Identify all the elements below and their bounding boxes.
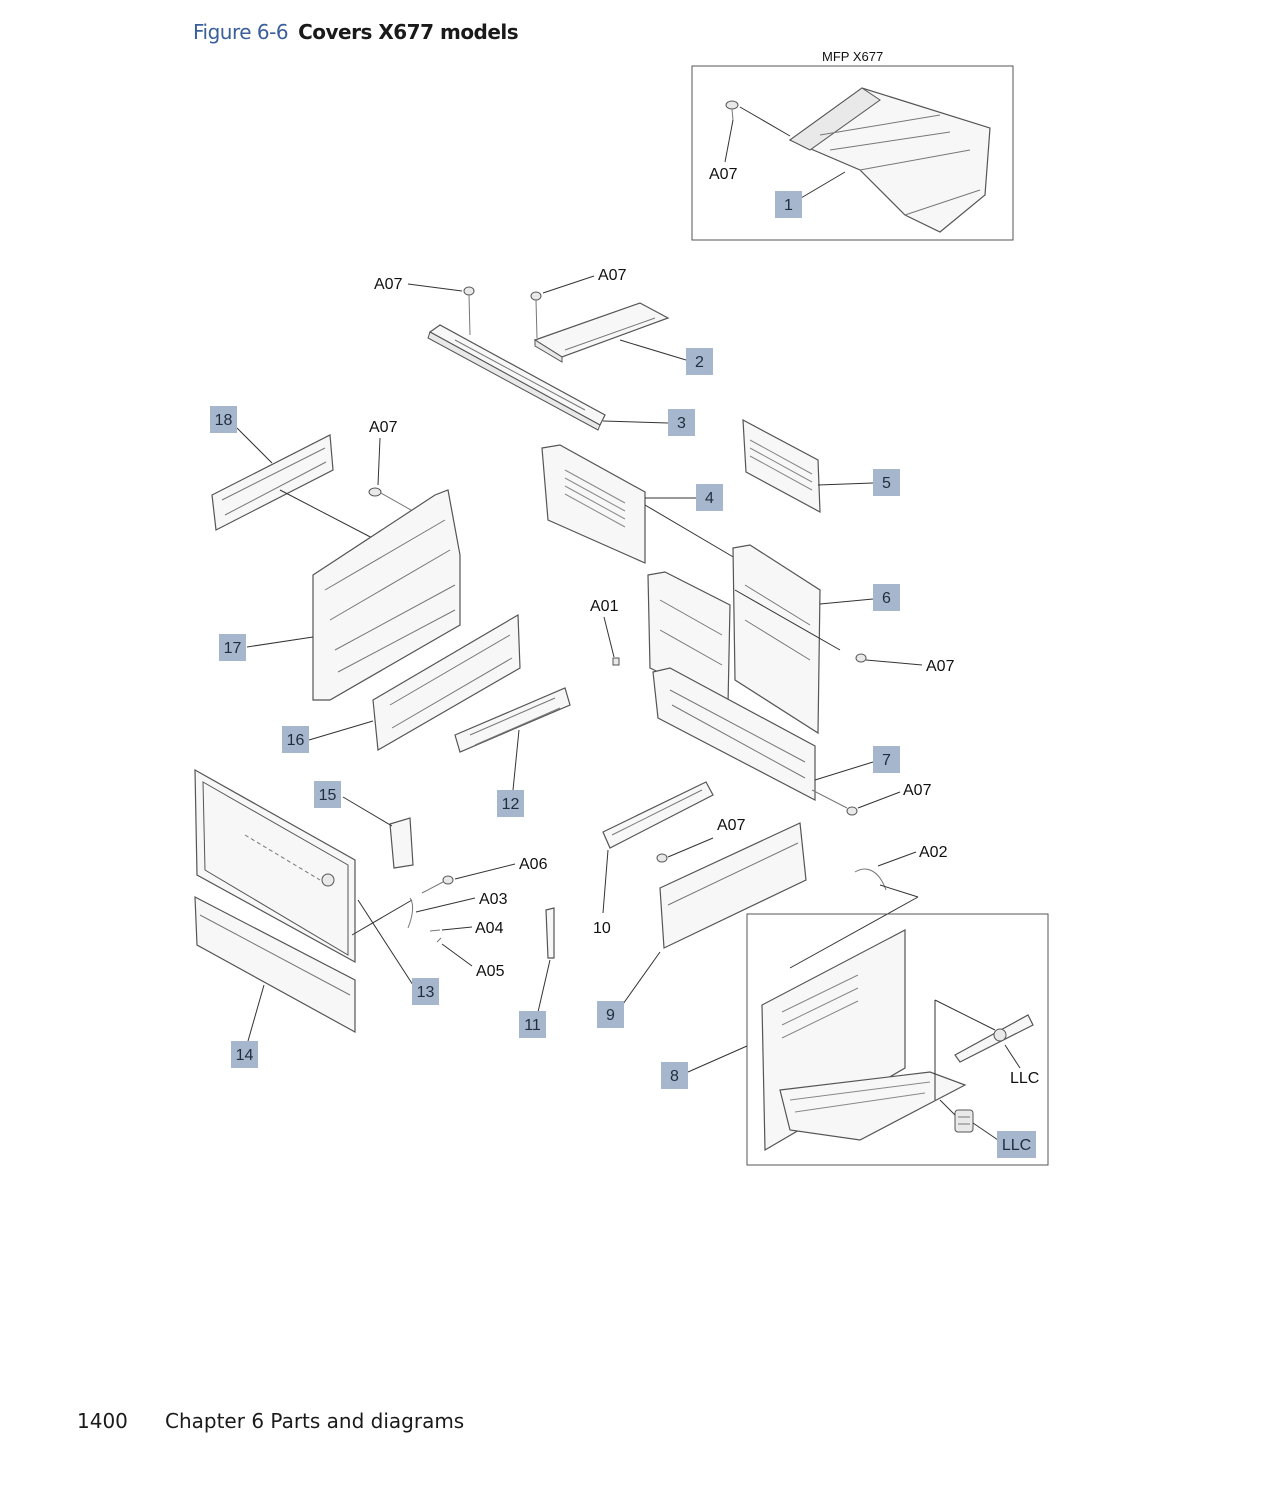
callout-4: 4 <box>696 484 723 511</box>
label-a05: A05 <box>476 963 505 980</box>
svg-text:13: 13 <box>417 984 435 1001</box>
label-a04: A04 <box>475 920 504 937</box>
label-a07: A07 <box>926 658 955 675</box>
callout-7: 7 <box>873 746 900 773</box>
svg-text:12: 12 <box>502 796 520 813</box>
callout-11: 11 <box>519 1011 546 1038</box>
screw-a07-right-low <box>811 789 858 816</box>
part-llc-arm <box>954 1014 1034 1063</box>
label-a02: A02 <box>919 844 948 861</box>
callout-1: 1 <box>775 191 802 218</box>
svg-text:LLC: LLC <box>1002 1137 1031 1154</box>
part-inner-rail <box>602 781 714 849</box>
chapter-title: Chapter 6 Parts and diagrams <box>165 1409 465 1433</box>
screw-a06 <box>421 875 454 894</box>
part-top-cover-strip <box>427 324 606 431</box>
part-front-bracket <box>389 817 414 869</box>
callout-5: 5 <box>873 469 900 496</box>
part-rear-upper-frame <box>541 444 646 564</box>
callout-6: 6 <box>873 584 900 611</box>
part-a01-clip <box>612 657 620 666</box>
inset-label: MFP X677 <box>822 49 883 64</box>
callout-8: 8 <box>661 1062 688 1089</box>
screw-a07-right-mid <box>855 653 867 663</box>
screw-a07-front <box>656 853 668 863</box>
label-a07: A07 <box>369 419 398 436</box>
screw-a07-inset <box>725 100 739 121</box>
figure-number: Figure 6-6 <box>193 20 289 44</box>
svg-text:3: 3 <box>677 415 686 432</box>
svg-text:6: 6 <box>882 590 891 607</box>
part-front-door <box>194 768 356 964</box>
part-right-lower-cover <box>652 667 816 801</box>
part-a05-spring <box>436 937 442 943</box>
callout-18: 18 <box>210 406 237 433</box>
part-a02-cable <box>854 868 887 891</box>
tray-inset-box <box>746 913 1049 1166</box>
part-tray-assembly <box>761 929 967 1152</box>
label-llc: LLC <box>1010 1070 1039 1087</box>
inset-box <box>691 65 1014 241</box>
part-a03-link <box>407 897 414 929</box>
part-front-strip <box>545 907 555 959</box>
page-number: 1400 <box>77 1409 128 1433</box>
callout-16: 16 <box>282 726 309 753</box>
callout-3: 3 <box>668 409 695 436</box>
callout-15: 15 <box>314 781 341 808</box>
label-a07: A07 <box>598 267 627 284</box>
label-a06: A06 <box>519 856 548 873</box>
part-front-lower-door <box>194 895 356 1034</box>
part-top-cover-panel <box>533 302 670 363</box>
svg-text:16: 16 <box>287 732 305 749</box>
svg-text:8: 8 <box>670 1068 679 1085</box>
callout-llc: LLC <box>997 1131 1036 1158</box>
figure-title: Figure 6-6 Covers X677 models <box>193 20 519 44</box>
part-front-right-cover <box>659 822 807 949</box>
part-left-cover <box>312 489 461 701</box>
svg-text:1: 1 <box>784 197 793 214</box>
callout-12: 12 <box>497 790 524 817</box>
part-left-inner-panel <box>372 613 521 751</box>
part-llc-roller <box>954 1109 974 1133</box>
callout-17: 17 <box>219 634 246 661</box>
figure-name: Covers X677 models <box>298 20 519 44</box>
svg-text:14: 14 <box>236 1047 254 1064</box>
svg-text:4: 4 <box>705 490 714 507</box>
svg-text:17: 17 <box>224 640 242 657</box>
label-a07: A07 <box>709 166 738 183</box>
screw-a07-top-left <box>463 286 475 336</box>
part-rear-small-cover <box>742 418 821 514</box>
callout-2: 2 <box>686 348 713 375</box>
label-a03: A03 <box>479 891 508 908</box>
svg-text:7: 7 <box>882 752 891 769</box>
label-a07: A07 <box>374 276 403 293</box>
label-10: 10 <box>593 920 611 937</box>
part-scanner-top-cover <box>788 87 991 233</box>
svg-text:2: 2 <box>695 354 704 371</box>
svg-text:15: 15 <box>319 787 337 804</box>
svg-text:9: 9 <box>606 1007 615 1024</box>
label-a07: A07 <box>903 782 932 799</box>
svg-text:5: 5 <box>882 475 891 492</box>
part-fuser-cover <box>454 687 571 753</box>
callout-13: 13 <box>412 978 439 1005</box>
label-a01: A01 <box>590 598 619 615</box>
callout-9: 9 <box>597 1001 624 1028</box>
part-a04-pin <box>429 929 441 932</box>
svg-text:18: 18 <box>215 412 233 429</box>
svg-text:11: 11 <box>524 1017 541 1034</box>
screw-a07-top-right <box>530 291 542 339</box>
callout-14: 14 <box>231 1041 258 1068</box>
part-left-upper-rail <box>211 434 334 531</box>
label-a07: A07 <box>717 817 746 834</box>
